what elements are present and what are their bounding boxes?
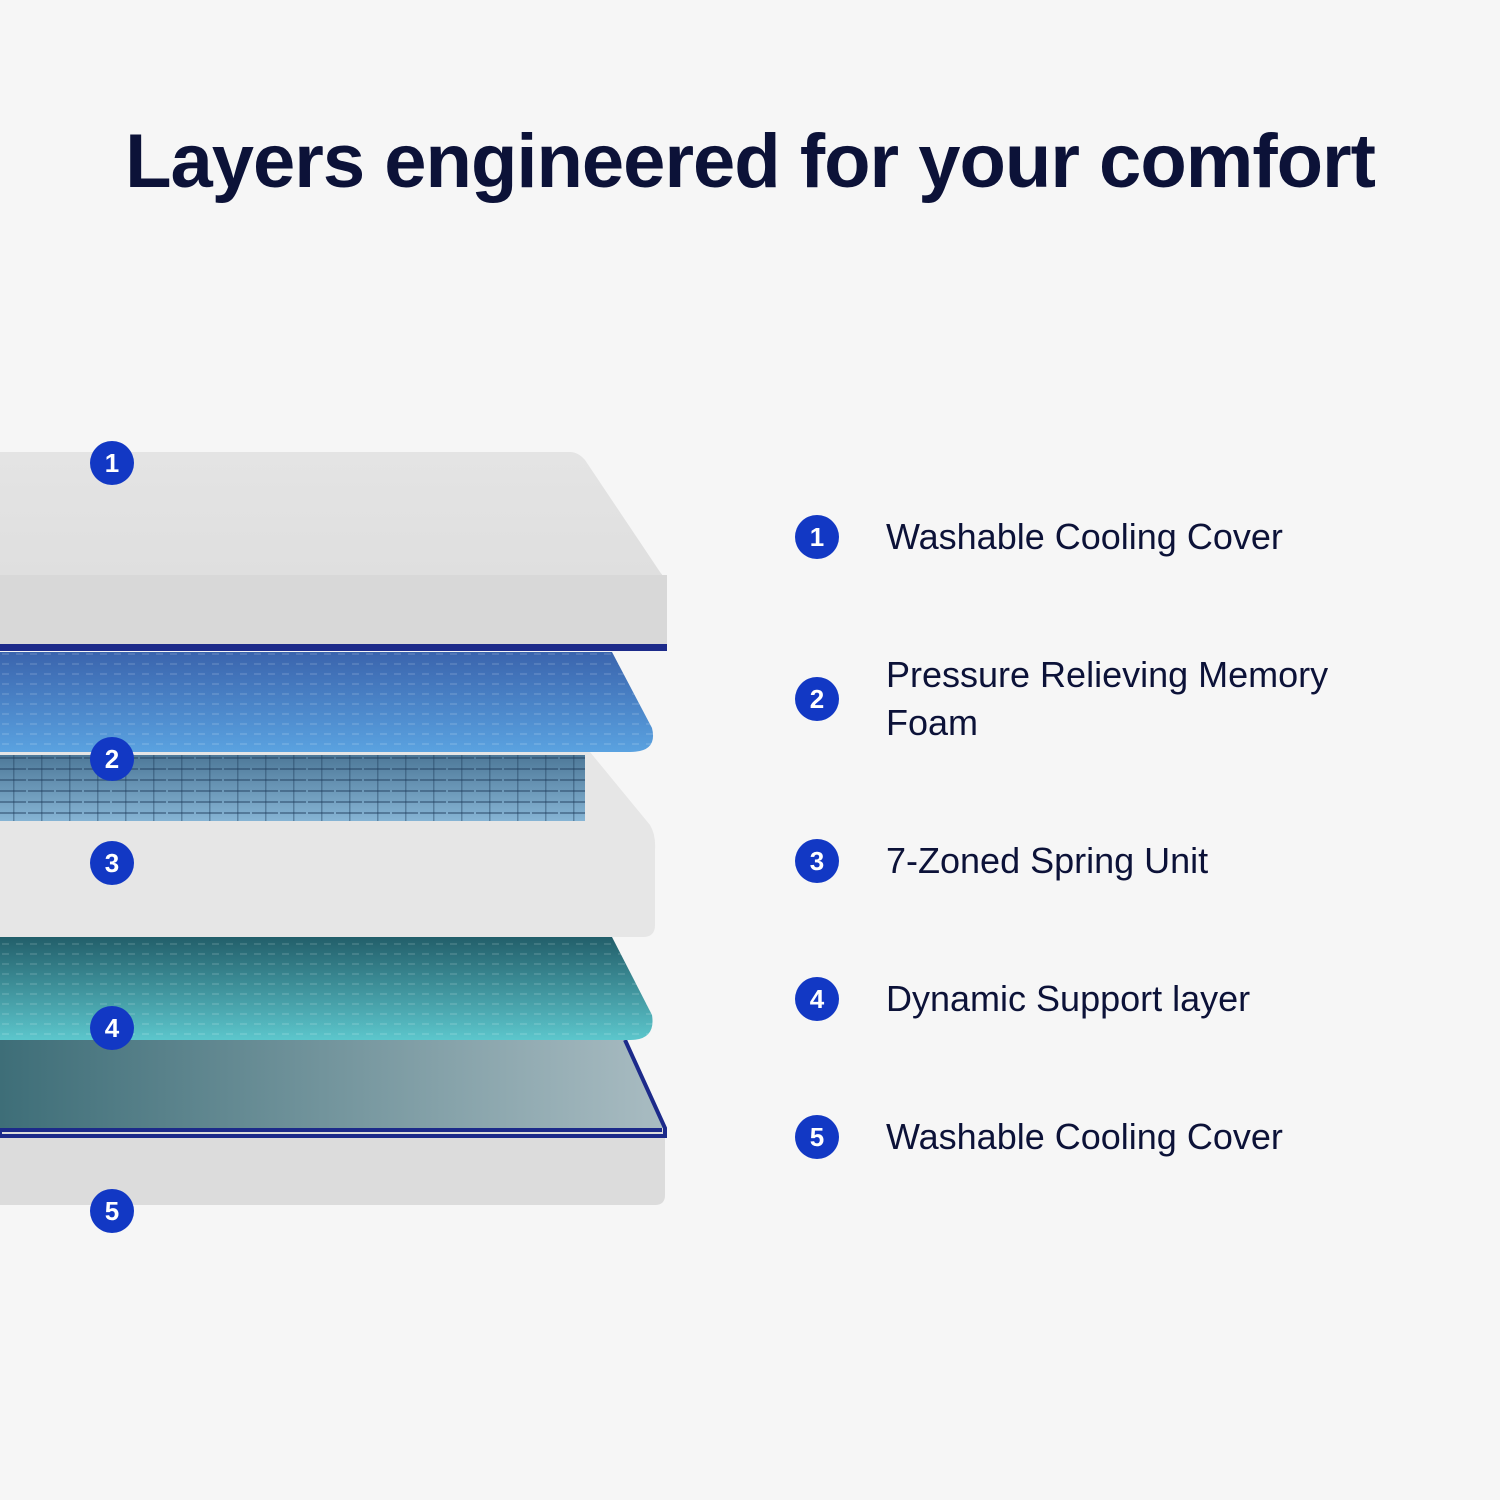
- legend-label-1: Washable Cooling Cover: [886, 516, 1283, 557]
- marker-badge-3: 3: [90, 841, 134, 885]
- layer-2-memory-foam: [0, 652, 654, 752]
- marker-badge-5: 5: [90, 1189, 134, 1233]
- legend-item-4: 4 Dynamic Support layer: [795, 975, 1386, 1023]
- legend-item-2: 2 Pressure Relieving Memory Foam: [795, 651, 1366, 747]
- layer-1-top-cover: [0, 452, 667, 651]
- marker-badge-2: 2: [90, 737, 134, 781]
- page-title: Layers engineered for your comfort: [125, 119, 1376, 204]
- legend-badge-5: 5: [795, 1115, 839, 1159]
- legend-badge-2: 2: [795, 677, 839, 721]
- mattress-layers-illustration: [0, 452, 667, 1205]
- legend-badge-3: 3: [795, 839, 839, 883]
- marker-badge-1: 1: [90, 441, 134, 485]
- legend-label-2: Pressure Relieving Memory Foam: [886, 654, 1329, 743]
- layer-5-bottom-cover: [0, 1039, 667, 1205]
- legend-label-5: Washable Cooling Cover: [886, 1116, 1283, 1157]
- legend-badge-4: 4: [795, 977, 839, 1021]
- legend-item-1: 1 Washable Cooling Cover: [795, 513, 1386, 561]
- layer-4-support: [0, 937, 653, 1040]
- legend-item-3: 3 7-Zoned Spring Unit: [795, 837, 1386, 885]
- legend-item-5: 5 Washable Cooling Cover: [795, 1113, 1386, 1161]
- legend-label-4: Dynamic Support layer: [886, 978, 1251, 1019]
- legend-badge-1: 1: [795, 515, 839, 559]
- marker-badge-4: 4: [90, 1006, 134, 1050]
- legend-label-3: 7-Zoned Spring Unit: [886, 840, 1209, 881]
